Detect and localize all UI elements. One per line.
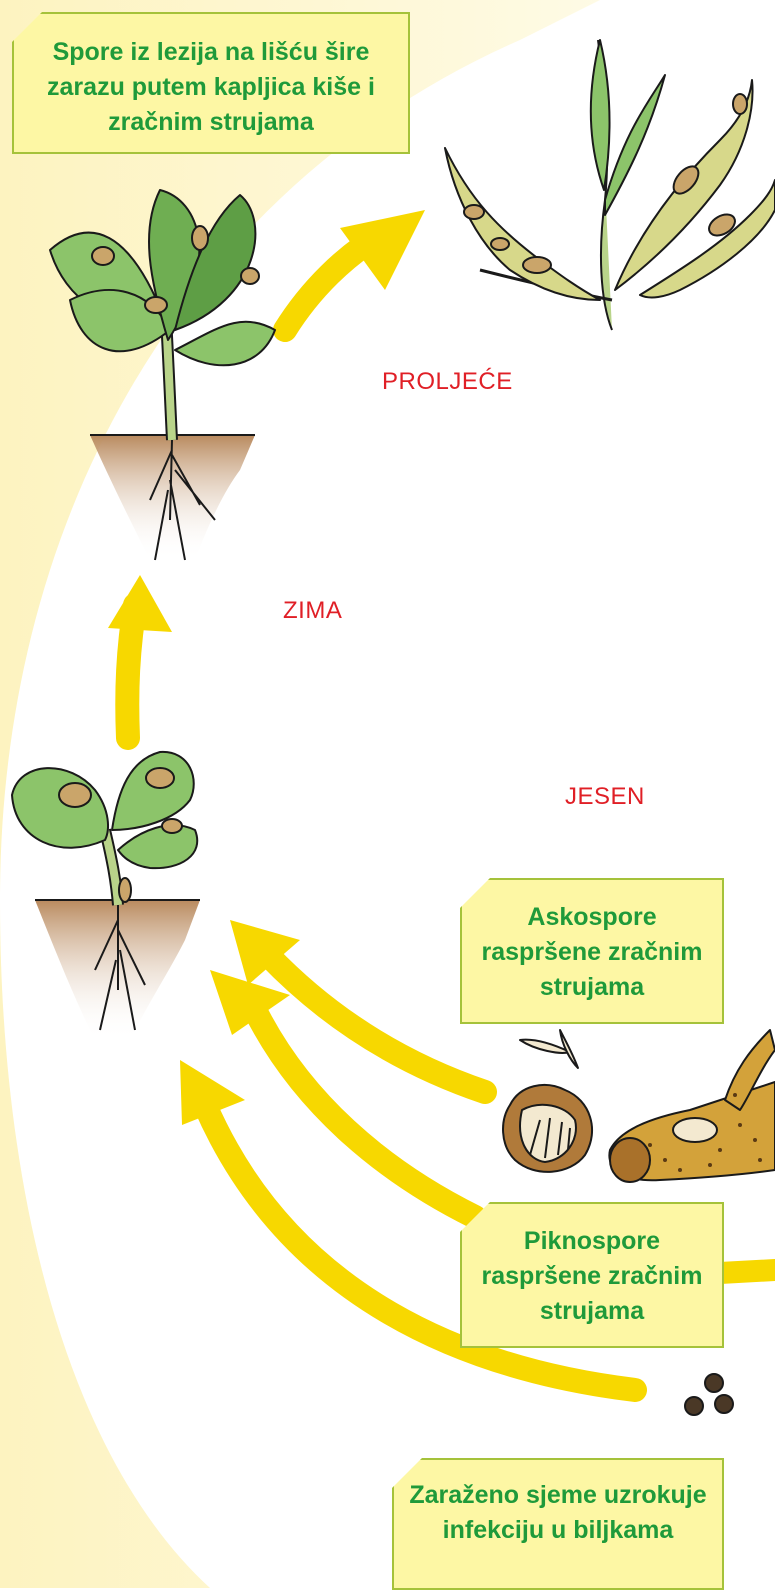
lesion-spring-2 bbox=[145, 297, 167, 313]
lesion-spring-1 bbox=[92, 247, 114, 265]
seed-1 bbox=[705, 1374, 723, 1392]
stubble-end bbox=[610, 1138, 650, 1182]
lesion-seedling-2 bbox=[146, 768, 174, 788]
lesion-seedling-1 bbox=[59, 783, 91, 807]
note-spring-spread-text: Spore iz lezija na lišću šire zarazu put… bbox=[14, 35, 408, 140]
season-label-autumn: JESEN bbox=[565, 783, 645, 811]
arrow-stubble-shaft bbox=[720, 1270, 775, 1273]
seed-2 bbox=[685, 1397, 703, 1415]
lesion-pod-left-2 bbox=[491, 238, 509, 250]
seed-3 bbox=[715, 1395, 733, 1413]
note-seed-text: Zaraženo sjeme uzrokuje infekciju u bilj… bbox=[394, 1478, 722, 1548]
lesion-pod-right-1 bbox=[733, 94, 747, 114]
note-ascospores-text: Askospore raspršene zračnim strujama bbox=[462, 900, 722, 1005]
lesion-seedling-stem bbox=[119, 878, 131, 902]
season-label-spring: PROLJEĆE bbox=[382, 368, 513, 396]
lesion-spring-4 bbox=[241, 268, 259, 284]
lesion-pod-left-1 bbox=[464, 205, 484, 219]
lesion-pod-left-3 bbox=[523, 257, 551, 273]
note-seed: Zaraženo sjeme uzrokuje infekciju u bilj… bbox=[392, 1458, 724, 1590]
note-ascospores: Askospore raspršene zračnim strujama bbox=[460, 878, 724, 1024]
note-pycnospores: Piknospore raspršene zračnim strujama bbox=[460, 1202, 724, 1348]
stubble-lesion bbox=[673, 1118, 717, 1142]
note-pycnospores-text: Piknospore raspršene zračnim strujama bbox=[462, 1224, 722, 1329]
lesion-spring-3 bbox=[192, 226, 208, 250]
lesion-seedling-3 bbox=[162, 819, 182, 833]
note-spring-spread: Spore iz lezija na lišću šire zarazu put… bbox=[12, 12, 410, 154]
season-label-winter: ZIMA bbox=[283, 597, 342, 625]
